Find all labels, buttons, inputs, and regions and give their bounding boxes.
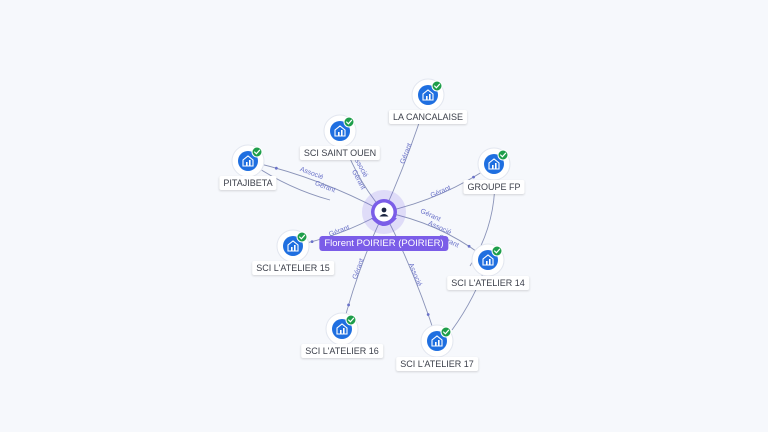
company-label[interactable]: LA CANCALAISE (388, 110, 468, 124)
nodes-layer (231, 78, 511, 358)
edge-arrow (274, 166, 278, 170)
company-node-pitajibeta[interactable] (231, 144, 265, 178)
edge-label: Associé (299, 166, 325, 181)
edge-arrow (347, 303, 350, 307)
company-node-sci-latelier-14[interactable] (471, 243, 505, 277)
verified-check-icon (251, 146, 263, 158)
person-node[interactable] (362, 190, 406, 234)
verified-check-icon (440, 326, 452, 338)
verified-check-icon (431, 80, 443, 92)
company-label[interactable]: GROUPE FP (463, 180, 525, 194)
verified-check-icon (343, 116, 355, 128)
edge-arrow (472, 175, 475, 179)
company-node-sci-latelier-17[interactable] (420, 324, 454, 358)
edge-label: Gérant (352, 258, 366, 281)
building-icon (242, 155, 254, 167)
company-node-sci-saint-ouen[interactable] (323, 114, 357, 148)
company-label[interactable]: SCI L'ATELIER 14 (447, 276, 529, 290)
verified-check-icon (497, 149, 509, 161)
building-icon (287, 240, 299, 252)
company-node-sci-latelier-15[interactable] (276, 229, 310, 263)
edge-label: Gérant (314, 180, 337, 194)
edge-arrow (310, 240, 314, 243)
company-label[interactable]: SCI SAINT OUEN (299, 146, 381, 160)
edge-label: Gérant (430, 185, 452, 200)
company-label[interactable]: SCI L'ATELIER 17 (396, 357, 478, 371)
edge-pitajibeta (247, 160, 385, 213)
verified-check-icon (296, 231, 308, 243)
verified-check-icon (345, 314, 357, 326)
company-label[interactable]: SCI L'ATELIER 16 (301, 344, 383, 358)
edge-label: Gérant (399, 142, 413, 165)
company-label[interactable]: SCI L'ATELIER 15 (252, 261, 334, 275)
company-node-la-cancalaise[interactable] (411, 78, 445, 112)
edge-arrow (426, 313, 430, 316)
building-icon (336, 323, 348, 335)
verified-check-icon (491, 245, 503, 257)
building-icon (431, 335, 443, 347)
person-icon (379, 207, 389, 217)
edge-label: Associé (407, 262, 423, 287)
building-icon (482, 254, 494, 266)
company-node-groupe-fp[interactable] (477, 147, 511, 181)
company-node-sci-latelier-16[interactable] (325, 312, 359, 346)
company-label[interactable]: PITAJIBETA (219, 176, 277, 190)
edge-arrow (467, 244, 471, 248)
building-icon (422, 89, 434, 101)
building-icon (334, 125, 346, 137)
building-icon (488, 158, 500, 170)
person-label[interactable]: Florent POIRIER (POIRIER) (319, 236, 449, 251)
